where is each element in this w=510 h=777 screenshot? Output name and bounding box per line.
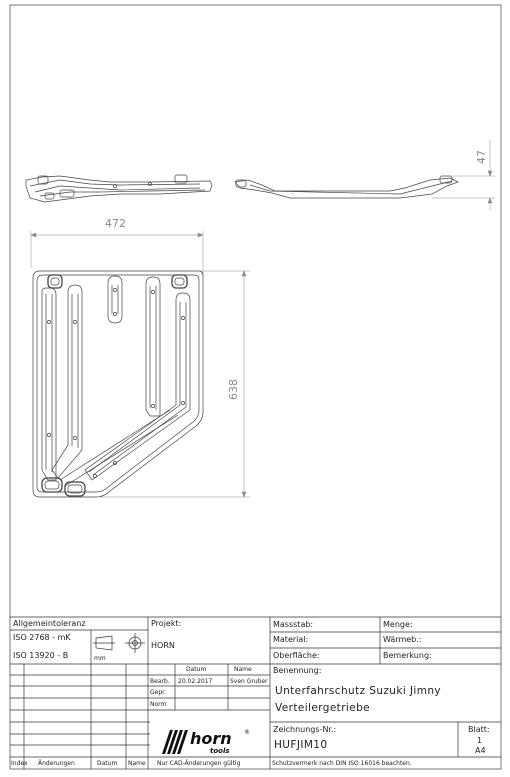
designation-line1: Unterfahrschutz Suzuki Jimny [275, 685, 441, 697]
tolerance-iso2768: ISO 2768 - mK [13, 633, 71, 642]
name-header: Name [234, 666, 252, 673]
revision-name-header: Name [128, 760, 146, 767]
material-label: Material: [273, 635, 309, 644]
drawing-number-label: Zeichnungs-Nr.: [273, 725, 337, 734]
copyright-note: Schutzvermerk nach DIN ISO 16016 beachte… [272, 760, 412, 767]
row-bearb-name: Sven Gruber [230, 678, 268, 685]
project-value: HORN [151, 641, 175, 650]
designation-line2: Verteilergetriebe [275, 702, 371, 714]
drawing-number: HUFJIM10 [274, 739, 328, 751]
row-norm-label: Norm [150, 701, 167, 708]
dimension-height [100, 270, 250, 498]
revision-index-header: Index [11, 760, 28, 767]
designation-label: Benennung: [273, 666, 322, 675]
heat-treatment-label: Wärmeb.: [383, 635, 422, 644]
logo-text: horn [190, 729, 232, 748]
project-label: Projekt: [151, 619, 182, 628]
surface-label: Oberfläche: [273, 651, 320, 660]
remark-label: Bemerkung: [383, 651, 432, 660]
dimension-width [30, 231, 204, 275]
title-block-grid [10, 616, 501, 769]
tolerance-iso13920: ISO 13920 - B [13, 651, 69, 660]
sheet-border [9, 4, 502, 770]
plan-view [32, 270, 204, 498]
sheet-number: 1 [477, 736, 483, 745]
dimension-depth [432, 140, 495, 210]
depth-dimension-label: 47 [475, 150, 488, 164]
projection-symbol [93, 633, 145, 653]
unit-label: mm [94, 655, 106, 662]
horn-logo: horn tools ® [162, 729, 250, 755]
logo-subtext: tools [210, 747, 230, 755]
revision-date-header: Datum [97, 760, 118, 767]
row-bearb-label: Bearb. [150, 678, 170, 685]
date-header: Datum [186, 666, 207, 673]
width-dimension-label: 472 [105, 217, 126, 230]
cad-note: Nur CAD-Änderungen gültig [157, 760, 241, 767]
row-bearb-date: 20.02.2017 [178, 678, 213, 685]
scale-label: Massstab: [273, 620, 314, 629]
top-view [25, 174, 213, 203]
revision-changes-header: Änderungen [38, 760, 75, 767]
row-gepr-label: Gepr. [150, 689, 166, 696]
tolerance-label: Allgemeintoleranz [13, 619, 86, 628]
paper-format: A4 [475, 746, 486, 755]
height-dimension-label: 638 [227, 379, 240, 400]
quantity-label: Menge: [383, 620, 413, 629]
logo-registered-mark: ® [244, 729, 250, 736]
sheet-label: Blatt: [468, 725, 490, 734]
side-view [234, 175, 459, 199]
